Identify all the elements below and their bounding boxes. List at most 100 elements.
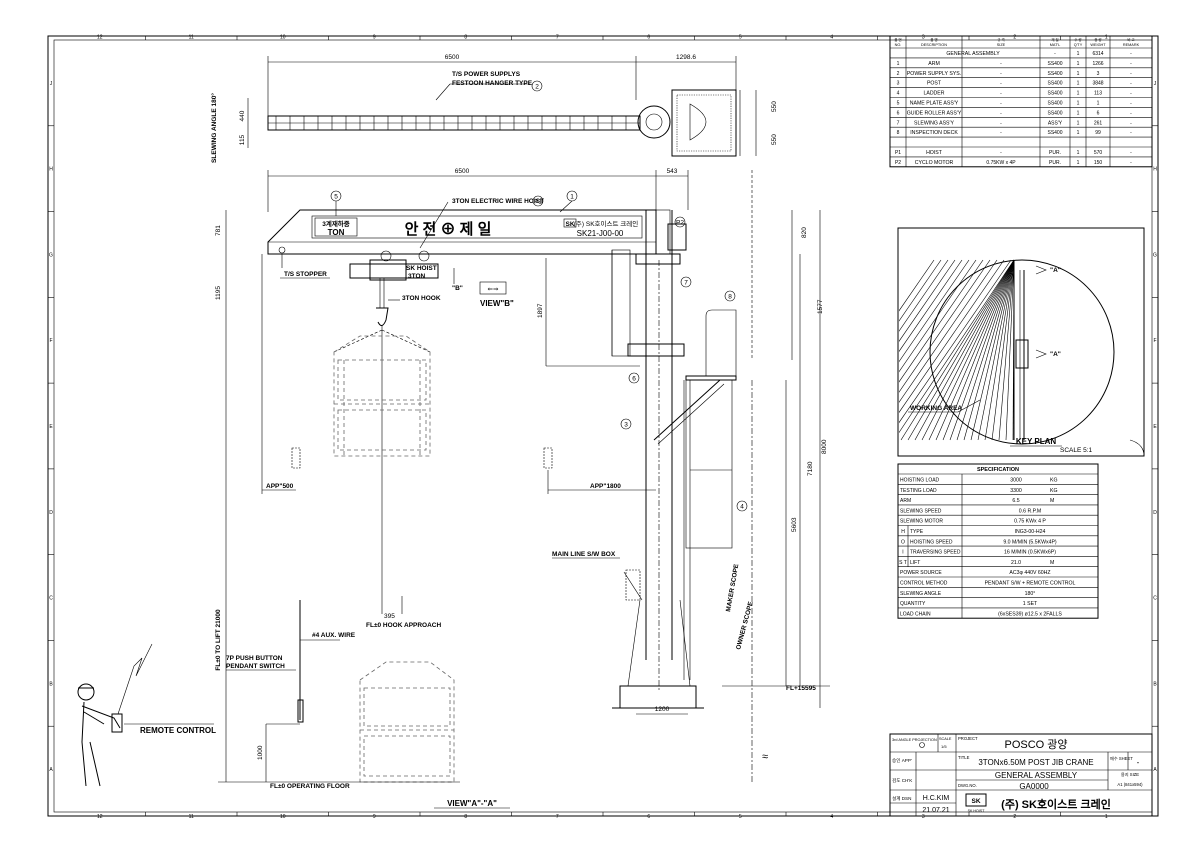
spec-value: 1 SET <box>1023 601 1038 607</box>
bom-header-ko: 품 번 <box>894 37 901 42</box>
spec-label: TESTING LOAD <box>900 488 937 494</box>
remote-control-label: REMOTE CONTROL <box>140 726 216 735</box>
company-logo: SK <box>971 798 980 805</box>
design-label: 설계 DSN <box>892 795 911 802</box>
pendant-label-2: PENDANT SWITCH <box>226 663 285 670</box>
elev-dim-5603: 5603 <box>791 517 798 532</box>
spec-value: AC3φ 440V 60HZ <box>1009 570 1050 576</box>
spec-label: QUANTITY <box>900 601 926 607</box>
bom-cell: LADDER <box>923 91 944 97</box>
bom-header: REMARK <box>1123 43 1140 47</box>
bom-header-ko: 수 량 <box>1074 37 1081 42</box>
grid-row-left: C <box>49 596 53 602</box>
load-ghost-lower <box>359 661 455 783</box>
bom-cell: 1 <box>1077 101 1080 107</box>
bom-cell: 150 <box>1094 160 1103 166</box>
bom-cell: 6 <box>1097 110 1100 116</box>
grid-row-left: F <box>49 338 52 344</box>
spec-value: PENDANT S/W + REMOTE CONTROL <box>985 581 1076 587</box>
grid-col-bottom: 10 <box>280 814 286 820</box>
project-label: PROJECT <box>958 736 978 741</box>
spec-unit: KG <box>1050 488 1058 494</box>
grid-row-right: B <box>1153 681 1157 687</box>
bom-cell: SS400 <box>1047 101 1062 107</box>
view-b-arrow-icon: ⇐⇒ <box>488 286 499 293</box>
bom-cell: P2 <box>895 160 901 166</box>
check-label: 검도 CH'K <box>892 777 913 783</box>
bom-cell: - <box>1130 130 1132 136</box>
key-plan-title: KEY PLAN <box>1016 437 1057 446</box>
elev-dim-length: 6500 <box>455 168 470 175</box>
bom-cell: - <box>1000 150 1002 156</box>
bom-cell: - <box>1000 130 1002 136</box>
bom-cell: 1 <box>1077 150 1080 156</box>
bom-header-ko: 규 격 <box>997 37 1004 42</box>
sheet-value: - <box>1137 758 1140 767</box>
bom-cell: 3 <box>897 81 900 87</box>
bom-cell: 6 <box>897 110 900 116</box>
bom-cell: NAME PLATE ASS'Y <box>910 101 959 107</box>
view-b-label: VIEW"B" <box>480 299 514 308</box>
grid-row-right: J <box>1154 81 1157 87</box>
key-plan: "A" "A" WORKING AREA KEY PLAN SCALE 5:1 <box>897 227 1145 457</box>
grid-col-top: 1 <box>1105 35 1108 41</box>
bom-cell: 8 <box>897 130 900 136</box>
key-plan-mark-a2: "A" <box>1050 351 1061 358</box>
spec-label: CONTROL METHOD <box>900 581 948 587</box>
view-b-mark: "B" <box>452 285 463 292</box>
sign-company: (주) SK호이스트 크레인 <box>574 219 638 228</box>
title-block: 3rd ANGLE PROJECTION SCALE 1/5 PROJECT P… <box>889 733 1153 817</box>
balloon-3: 3 <box>624 422 628 429</box>
elev-dim-1897: 1897 <box>537 303 544 318</box>
bom-cell: 1 <box>1077 71 1080 77</box>
grid-row-left: G <box>49 252 53 258</box>
designer-name: H.C.KIM <box>923 795 950 802</box>
grid-row-left: D <box>49 510 53 516</box>
spec-label: TRAVERSING SPEED <box>910 550 961 556</box>
top-dim-550a: 550 <box>771 101 778 112</box>
grid-col-bottom: 11 <box>189 814 194 820</box>
grid-col-top: 6 <box>647 35 650 41</box>
bom-header: MAT'L <box>1050 43 1061 47</box>
bom-cell: 261 <box>1094 120 1103 126</box>
bom-cell: 0.75KW x 4P <box>986 160 1016 166</box>
grid-row-left: A <box>49 767 53 773</box>
spec-value: 3000 <box>1010 478 1022 484</box>
slewing-angle-label: SLEWING ANGLE 180° <box>210 93 218 163</box>
spec-value: 0.6 R.P.M <box>1019 508 1041 514</box>
grid-col-bottom: 12 <box>97 814 103 820</box>
elev-dim-8000: 8000 <box>821 439 828 454</box>
top-dim-115: 115 <box>239 134 246 145</box>
lift-label: FL±0 TO LIFT 21000 <box>215 609 222 671</box>
bom-cell: 1 <box>1077 81 1080 87</box>
bom-cell: - <box>1130 81 1132 87</box>
post <box>612 209 704 709</box>
top-dim-440: 440 <box>239 110 246 121</box>
grid-col-top: 8 <box>464 35 467 41</box>
grid-row-right: G <box>1153 252 1157 258</box>
company-name: (주) SK호이스트 크레인 <box>1001 797 1111 811</box>
elevation-view: 6500 543 3계재하중 TON 안 전 ⊕ 제 일 SK (주) SK호이… <box>77 168 830 809</box>
bom-cell: GENERAL ASSEMBLY <box>946 51 1000 57</box>
bom-header: NO. <box>895 43 902 47</box>
dwg-no-label: DWG.NO. <box>958 783 977 788</box>
bom-cell: POST <box>927 81 942 87</box>
grid-row-right: E <box>1153 424 1157 430</box>
bom-cell: 99 <box>1095 130 1101 136</box>
bom-cell: 6314 <box>1092 51 1103 57</box>
grid-col-bottom: 9 <box>373 814 376 820</box>
power-supply-label-1: T/S POWER SUPPLYS <box>452 71 521 78</box>
balloon-p1: P1 <box>534 199 542 206</box>
balloon-2: 2 <box>535 84 539 91</box>
projection-label: 3rd ANGLE PROJECTION <box>892 738 937 742</box>
size-value: A1 (841x594) <box>1117 782 1143 787</box>
bom-cell: - <box>1000 101 1002 107</box>
elev-dim-1577: 1577 <box>817 299 824 314</box>
top-dim-right: 1298.6 <box>676 54 696 61</box>
bom-cell: - <box>1130 61 1132 67</box>
inspection-deck <box>653 309 737 445</box>
view-a-label: VIEW"A"-"A" <box>447 799 497 808</box>
spec-unit: M <box>1050 560 1054 566</box>
bom-cell: - <box>1130 150 1132 156</box>
